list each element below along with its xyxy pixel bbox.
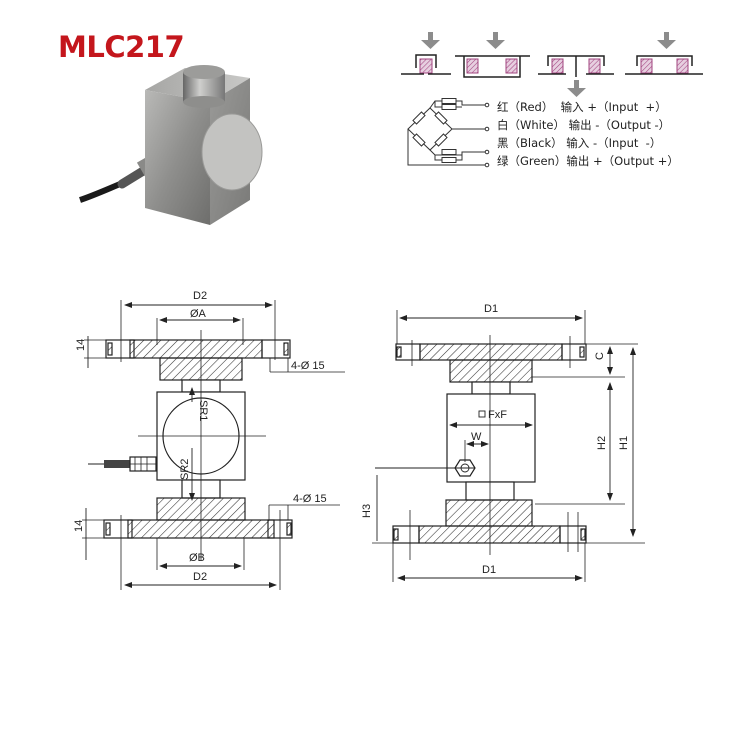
dim-bore-a: ØA <box>190 308 207 320</box>
front-view-labels: D2 ØA 14 4-Ø 15 SR1 SR2 4-Ø 15 14 ØB D2 <box>73 290 327 583</box>
terminal-black <box>484 149 490 155</box>
wiring-row-white: 白（White） 输出 -（Output -） <box>497 118 671 132</box>
dim-d1-top: D1 <box>484 303 498 315</box>
dim-d1-bottom: D1 <box>482 564 496 576</box>
dim-d2-top: D2 <box>193 290 207 302</box>
arrow-down-icon <box>486 32 505 49</box>
dim-h2: H2 <box>596 436 608 450</box>
side-disk <box>201 113 263 191</box>
dim-c: C <box>594 352 606 360</box>
cube-front-face <box>145 90 210 225</box>
terminal-red <box>484 102 490 108</box>
arrow-down-icon <box>567 80 586 97</box>
wiring-row-green: 绿（Green）输出 +（Output +） <box>497 154 679 168</box>
arrow-down-icon <box>421 32 440 49</box>
dim-sr2: SR2 <box>179 459 191 480</box>
mounting-mode-3 <box>538 55 614 97</box>
dim-h3: H3 <box>361 504 373 518</box>
mounting-mode-1 <box>401 32 451 75</box>
wiring-row-black: 黑（Black） 输入 -（Input -） <box>497 136 662 150</box>
dim-thickness-top: 14 <box>75 339 87 351</box>
dim-holes-top: 4-Ø 15 <box>291 360 325 372</box>
wheatstone-bridge <box>407 98 490 168</box>
dim-sr1: SR1 <box>197 400 209 421</box>
dim-w: W <box>471 431 482 443</box>
dim-h1: H1 <box>618 436 630 450</box>
front-view-drawing <box>82 300 345 590</box>
terminal-green <box>484 162 490 168</box>
mounting-mode-4 <box>625 32 703 75</box>
arrow-down-icon <box>657 32 676 49</box>
dim-fxf: FxF <box>488 409 507 421</box>
dim-holes-bottom: 4-Ø 15 <box>293 493 327 505</box>
wiring-row-red: 红（Red） 输入 +（Input +） <box>497 100 667 114</box>
cable-icon <box>104 460 130 468</box>
dim-bore-b: ØB <box>189 552 205 564</box>
product-photo <box>79 65 263 225</box>
model-title: MLC217 <box>58 30 185 64</box>
dim-thickness-bottom: 14 <box>73 520 85 532</box>
mounting-modes <box>401 32 703 97</box>
dim-d2-bottom: D2 <box>193 571 207 583</box>
side-view-drawing <box>372 310 645 582</box>
mounting-mode-2 <box>455 32 530 78</box>
terminal-white <box>484 126 490 132</box>
side-view-labels: D1 C FxF W H2 H1 H3 D1 <box>361 303 630 576</box>
square-icon <box>478 410 486 418</box>
